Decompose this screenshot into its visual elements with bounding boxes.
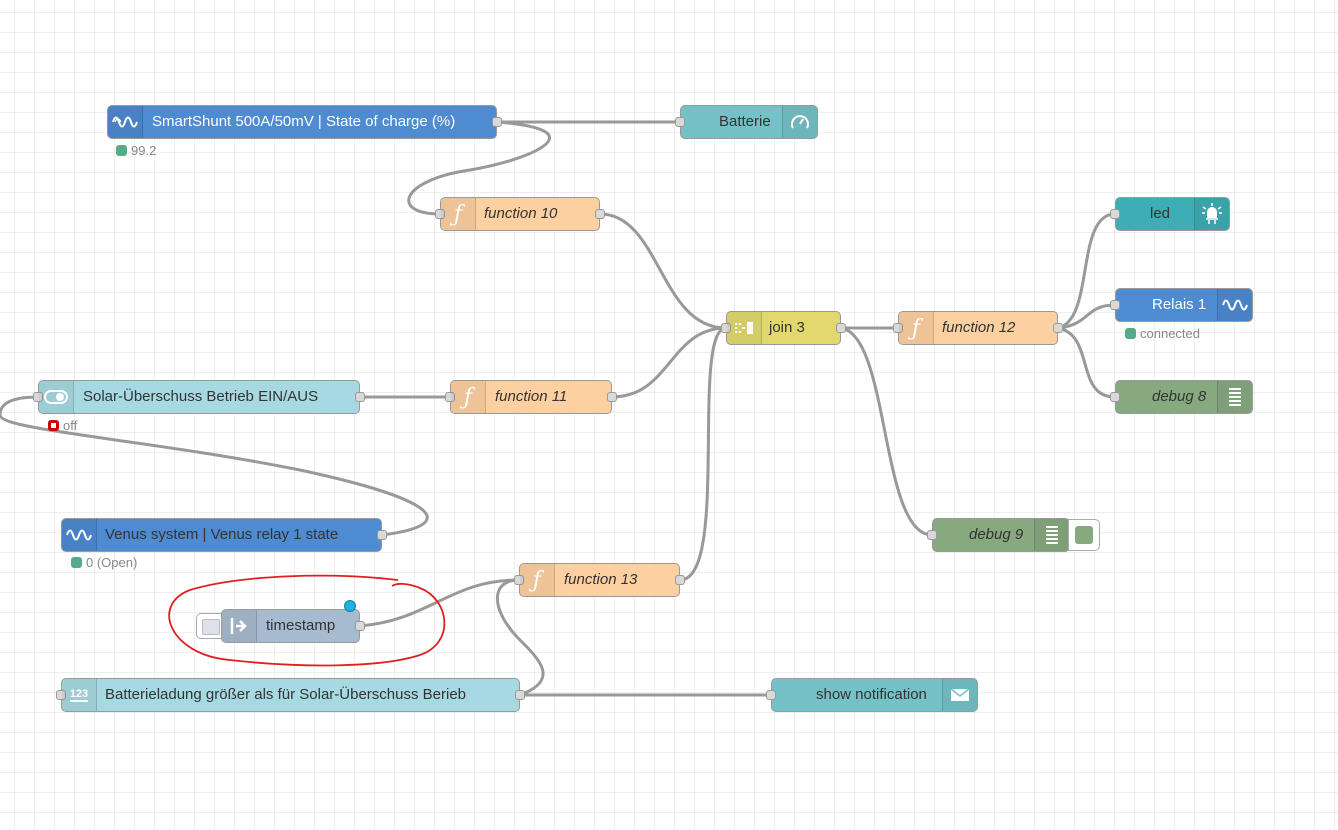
function13-label: function 13 bbox=[564, 571, 638, 588]
wire-function11-join3 bbox=[611, 326, 727, 399]
solar-label: Solar-Überschuss Betrieb EIN/AUS bbox=[83, 388, 319, 405]
led-node[interactable]: led bbox=[1110, 197, 1230, 231]
wire-function12-led bbox=[1057, 212, 1116, 330]
wire-function13-join3 bbox=[679, 326, 727, 582]
numeric-icon: 123 bbox=[62, 679, 97, 711]
join-icon bbox=[727, 312, 762, 344]
wire-function12-debug8 bbox=[1057, 326, 1116, 399]
function13-input-port[interactable] bbox=[514, 575, 524, 585]
debug8-input-port[interactable] bbox=[1110, 392, 1120, 402]
relais1-status: connected bbox=[1125, 326, 1200, 341]
status-dot-green-icon bbox=[71, 557, 82, 568]
debug-active-icon bbox=[1075, 526, 1093, 544]
venus-node[interactable]: Venus system | Venus relay 1 state bbox=[61, 518, 387, 552]
status-dot-green-icon bbox=[116, 145, 127, 156]
batterie-input-port[interactable] bbox=[675, 117, 685, 127]
batterie-node[interactable]: Batterie bbox=[675, 105, 818, 139]
solar-switch-node[interactable]: Solar-Überschuss Betrieb EIN/AUS bbox=[33, 380, 365, 414]
function10-label: function 10 bbox=[484, 205, 558, 222]
function-icon: ƒ bbox=[899, 312, 934, 344]
function13-node[interactable]: ƒ function 13 bbox=[514, 563, 685, 597]
venus-status: 0 (Open) bbox=[71, 555, 137, 570]
function11-label: function 11 bbox=[495, 388, 568, 405]
status-ring-red-icon bbox=[48, 420, 59, 431]
join3-label: join 3 bbox=[769, 319, 805, 336]
victron-icon bbox=[62, 519, 97, 551]
smartshunt-output-port[interactable] bbox=[492, 117, 502, 127]
relais1-node[interactable]: Relais 1 bbox=[1110, 288, 1253, 322]
notification-input-port[interactable] bbox=[766, 690, 776, 700]
solar-input-port[interactable] bbox=[33, 392, 43, 402]
function10-output-port[interactable] bbox=[595, 209, 605, 219]
solar-output-port[interactable] bbox=[355, 392, 365, 402]
debug8-label: debug 8 bbox=[1152, 388, 1207, 405]
inject-icon bbox=[222, 610, 257, 642]
function-icon: ƒ bbox=[451, 381, 486, 413]
wire-join3-debug9 bbox=[840, 326, 933, 537]
debug8-node[interactable]: debug 8 bbox=[1110, 380, 1253, 414]
timestamp-inject-button[interactable] bbox=[196, 613, 222, 639]
function10-node[interactable]: ƒ function 10 bbox=[435, 197, 605, 231]
smartshunt-node[interactable]: SmartShunt 500A/50mV | State of charge (… bbox=[107, 105, 502, 139]
venus-output-port[interactable] bbox=[377, 530, 387, 540]
notification-node[interactable]: show notification bbox=[766, 678, 978, 712]
debug-icon bbox=[1217, 381, 1252, 413]
wire-function12-relais1 bbox=[1057, 303, 1116, 330]
led-input-port[interactable] bbox=[1110, 209, 1120, 219]
inject-button-icon bbox=[202, 619, 220, 635]
victron-icon bbox=[108, 106, 143, 138]
debug9-toggle-button[interactable] bbox=[1068, 519, 1100, 551]
gauge-icon bbox=[782, 106, 817, 138]
victron-icon bbox=[1217, 289, 1252, 321]
function12-input-port[interactable] bbox=[893, 323, 903, 333]
function-icon: ƒ bbox=[520, 564, 555, 596]
join3-output-port[interactable] bbox=[836, 323, 846, 333]
notification-label: show notification bbox=[816, 686, 927, 703]
timestamp-label: timestamp bbox=[266, 617, 336, 634]
function12-node[interactable]: ƒ function 12 bbox=[893, 311, 1063, 345]
relais1-input-port[interactable] bbox=[1110, 300, 1120, 310]
debug9-node[interactable]: debug 9 bbox=[927, 518, 1070, 552]
batterie-label: Batterie bbox=[719, 113, 771, 130]
relais1-label: Relais 1 bbox=[1152, 296, 1207, 313]
solar-status: off bbox=[48, 418, 77, 433]
switch-icon bbox=[39, 381, 74, 413]
function12-output-port[interactable] bbox=[1053, 323, 1063, 333]
smartshunt-label: SmartShunt 500A/50mV | State of charge (… bbox=[152, 113, 456, 130]
venus-label: Venus system | Venus relay 1 state bbox=[105, 526, 339, 543]
debug-icon bbox=[1034, 519, 1069, 551]
changed-indicator-icon bbox=[344, 600, 356, 612]
led-label: led bbox=[1150, 205, 1171, 222]
timestamp-node[interactable]: timestamp bbox=[221, 609, 365, 643]
batterieladung-input-port[interactable] bbox=[56, 690, 66, 700]
function-icon: ƒ bbox=[441, 198, 476, 230]
batterieladung-node[interactable]: 123 Batterieladung größer als für Solar-… bbox=[56, 678, 525, 712]
led-icon bbox=[1194, 198, 1229, 230]
function11-node[interactable]: ƒ function 11 bbox=[445, 380, 617, 414]
debug9-input-port[interactable] bbox=[927, 530, 937, 540]
envelope-icon bbox=[942, 679, 977, 711]
timestamp-output-port[interactable] bbox=[355, 621, 365, 631]
function10-input-port[interactable] bbox=[435, 209, 445, 219]
status-dot-green-icon bbox=[1125, 328, 1136, 339]
function11-output-port[interactable] bbox=[607, 392, 617, 402]
function13-output-port[interactable] bbox=[675, 575, 685, 585]
debug9-label: debug 9 bbox=[969, 526, 1024, 543]
join3-input-port[interactable] bbox=[721, 323, 731, 333]
function12-label: function 12 bbox=[942, 319, 1016, 336]
function11-input-port[interactable] bbox=[445, 392, 455, 402]
smartshunt-status: 99.2 bbox=[116, 143, 156, 158]
wire-timestamp-function13 bbox=[359, 578, 520, 628]
wire-function10-join3 bbox=[599, 212, 727, 330]
batterieladung-output-port[interactable] bbox=[515, 690, 525, 700]
join3-node[interactable]: join 3 bbox=[721, 311, 846, 345]
batterieladung-label: Batterieladung größer als für Solar-Über… bbox=[105, 686, 467, 703]
